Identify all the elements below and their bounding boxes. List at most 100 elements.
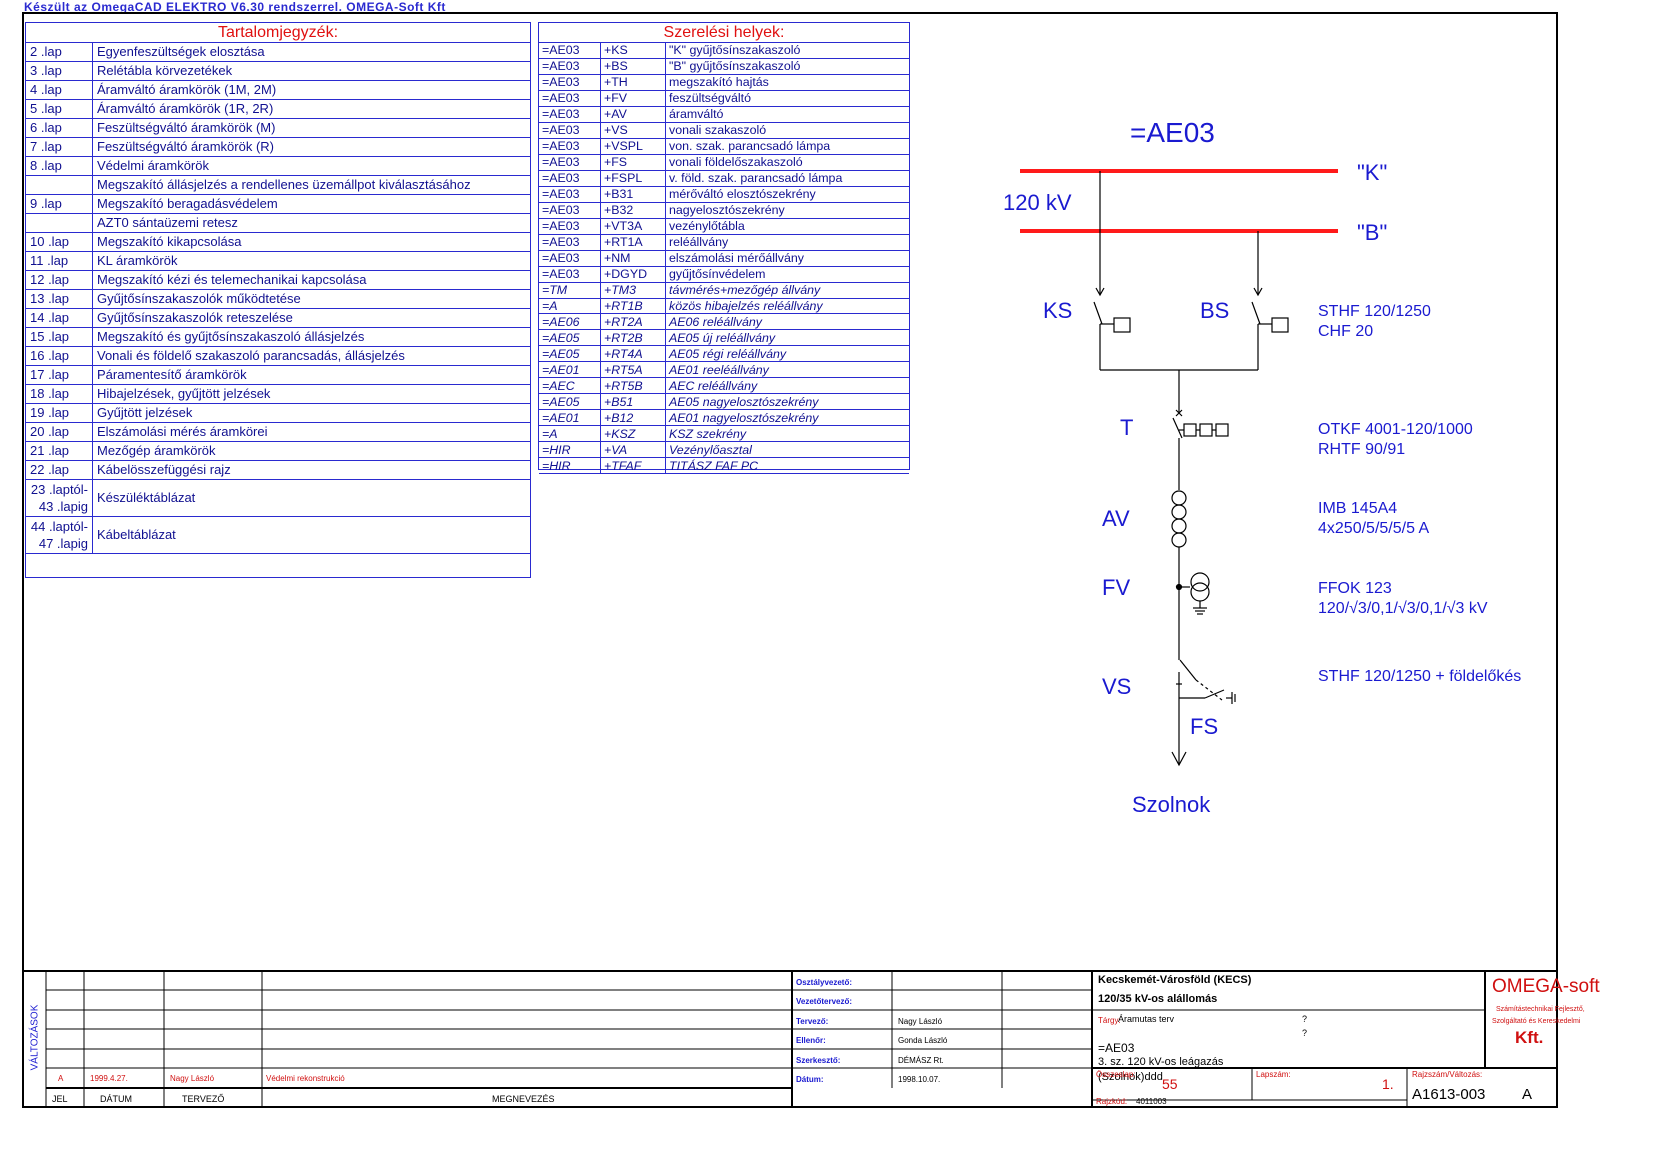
field-label: =AE03 <box>1130 117 1215 148</box>
installation-description: megszakító hajtás <box>665 74 909 91</box>
installation-location: +BS <box>600 58 666 75</box>
installation-description: nagyelosztószekrény <box>665 202 909 219</box>
installation-description: áramváltó <box>665 106 909 123</box>
role-label: Vezetőtervező: <box>796 997 853 1006</box>
toc-description: Kábeltáblázat <box>92 516 530 554</box>
toc-page: 4 .lap <box>26 80 93 100</box>
single-line-diagram <box>1020 169 1338 767</box>
project-line1: Kecskemét-Városföld (KECS) <box>1098 974 1252 986</box>
installation-location: +VS <box>600 122 666 139</box>
company-line1: Számítástechnikai Fejlesztő, <box>1496 1006 1585 1013</box>
installation-location: +FV <box>600 90 666 107</box>
installation-description: v. föld. szak. parancsadó lámpa <box>665 170 909 187</box>
installation-field: =AE03 <box>539 266 601 283</box>
destination-label: Szolnok <box>1132 792 1211 817</box>
toc-page: 13 .lap <box>26 289 93 309</box>
toc-title: Tartalomjegyzék: <box>26 23 530 43</box>
vs-type: STHF 120/1250 + földelőkés <box>1318 668 1522 685</box>
drawing-no: A1613-003 <box>1412 1086 1486 1103</box>
sheet-no: 1. <box>1382 1076 1394 1092</box>
role-label: Szerkesztő: <box>796 1056 841 1065</box>
ks-label: KS <box>1043 298 1073 323</box>
toc-description: Relétábla körvezetékek <box>92 61 530 81</box>
ks-type-line1: STHF 120/1250 <box>1318 303 1431 320</box>
t-label: T <box>1120 415 1134 440</box>
installations-panel: Szerelési helyek: =AE03+KS"K" gyűjtősíns… <box>538 22 910 475</box>
toc-description: Megszakító állásjelzés a rendellenes üze… <box>92 175 530 195</box>
software-banner: Készült az OmegaCAD ELEKTRO V6.30 rendsz… <box>24 0 446 14</box>
fs-label: FS <box>1190 714 1219 739</box>
drawing-frame <box>22 12 1558 1108</box>
installation-field: =AE03 <box>539 106 601 123</box>
fv-type-line2: 120/√3/0,1/√3/0,1/√3 kV <box>1318 600 1488 617</box>
installation-field: =AE03 <box>539 170 601 187</box>
toc-page: 7 .lap <box>26 137 93 157</box>
installation-location: +B31 <box>600 186 666 203</box>
toc-page: 9 .lap <box>26 194 93 214</box>
change-date: 1999.4.27. <box>90 1074 128 1083</box>
installation-field: =AE03 <box>539 202 601 219</box>
toc-range-from: 23 .laptól- <box>30 482 88 497</box>
tb-field: =AE03 <box>1098 1041 1135 1055</box>
bus-bars <box>1020 169 1338 233</box>
installation-field: =AE01 <box>539 409 601 427</box>
circuit-lines <box>1093 171 1289 767</box>
toc-page: 6 .lap <box>26 118 93 138</box>
toc-description: Megszakító és gyűjtősínszakaszoló állásj… <box>92 327 530 347</box>
voltage-label: 120 kV <box>1003 190 1072 215</box>
toc-row: Megszakító állásjelzés a rendellenes üze… <box>26 175 530 195</box>
bus-k-label: "K" <box>1357 160 1388 185</box>
installation-location: +TFAF <box>600 457 666 475</box>
toc-page: 11 .lap <box>26 251 93 271</box>
toc-page: 17 .lap <box>26 365 93 385</box>
installation-field: =AE05 <box>539 345 601 363</box>
fv-label: FV <box>1102 575 1131 600</box>
installation-field: =AEC <box>539 377 601 395</box>
toc-page: 21 .lap <box>26 441 93 461</box>
installation-description: Vezénylőasztal <box>665 441 909 459</box>
foot-megnevezes: MEGNEVEZÉS <box>492 1094 555 1104</box>
toc-page: 2 .lap <box>26 43 93 62</box>
toc-description: Egyenfeszültségek elosztása <box>92 43 530 62</box>
foot-jel: JEL <box>52 1094 68 1104</box>
toc-description: Feszültségváltó áramkörök (M) <box>92 118 530 138</box>
installation-location: +RT4A <box>600 345 666 363</box>
toc-page: 12 .lap <box>26 270 93 290</box>
toc-range-to: 43 .lapig <box>38 499 88 514</box>
installation-description: vezénylőtábla <box>665 218 909 235</box>
installation-description: AE05 nagyelosztószekrény <box>665 393 909 411</box>
toc-page: 10 .lap <box>26 232 93 252</box>
vs-label: VS <box>1102 674 1132 699</box>
tb-desc1: 3. sz. 120 kV-os leágazás <box>1098 1056 1224 1068</box>
toc-description: Páramentesítő áramkörök <box>92 365 530 385</box>
installation-field: =AE05 <box>539 329 601 347</box>
installation-location: +KS <box>600 43 666 59</box>
toc-description: KL áramkörök <box>92 251 530 271</box>
role-value: 1998.10.07. <box>898 1075 941 1084</box>
installation-description: mérőváltó elosztószekrény <box>665 186 909 203</box>
installation-field: =AE03 <box>539 234 601 251</box>
toc-page: 8 .lap <box>26 156 93 176</box>
subject-value: Áramutas terv <box>1118 1014 1175 1024</box>
installation-location: +RT5B <box>600 377 666 395</box>
installation-location: +DGYD <box>600 266 666 283</box>
installation-location: +RT1B <box>600 298 666 315</box>
role-value: DÉMÁSZ Rt. <box>898 1056 944 1065</box>
